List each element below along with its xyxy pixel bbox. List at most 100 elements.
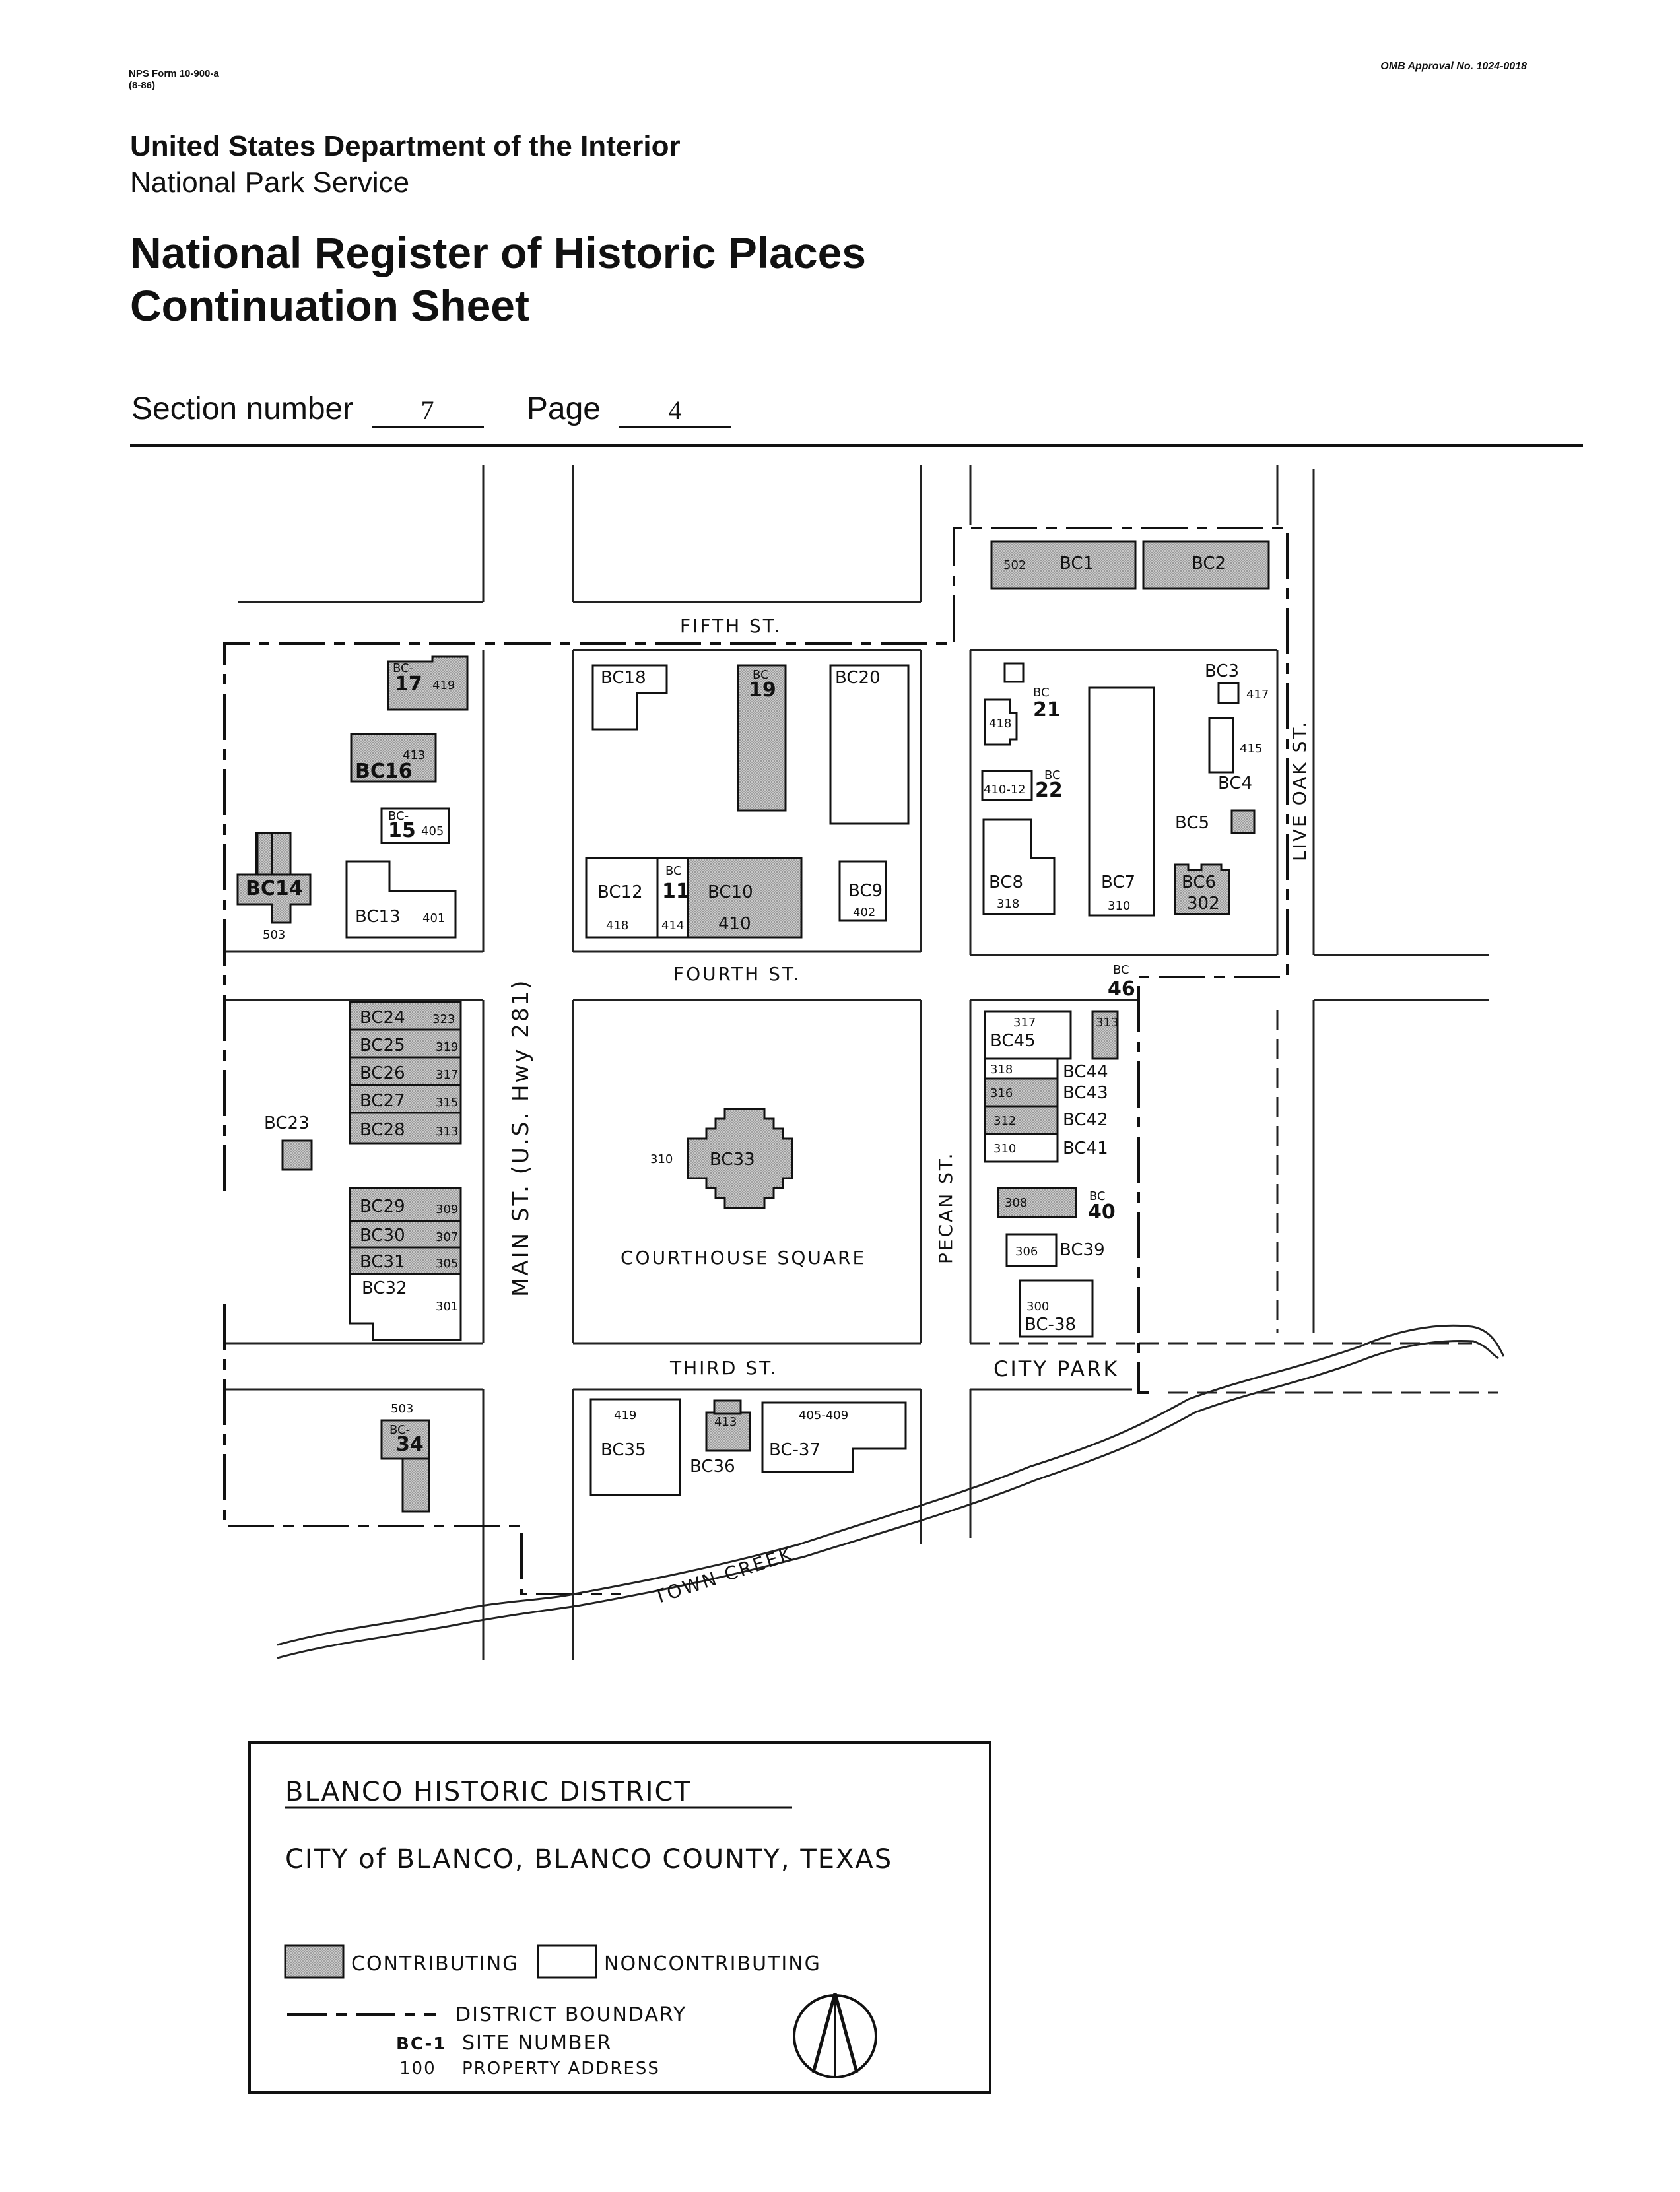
site-bc40: 40 xyxy=(1088,1201,1116,1224)
street-live-oak: LIVE OAK ST. xyxy=(1289,720,1310,861)
site-bc46: 46 xyxy=(1108,978,1135,1001)
addr-bc38: 300 xyxy=(1026,1300,1049,1313)
bldg-bc40 xyxy=(997,1187,1077,1218)
addr-bc10: 410 xyxy=(718,914,751,934)
park-edges xyxy=(970,1010,1498,1394)
addr-bc26: 317 xyxy=(436,1068,458,1082)
block-outlines xyxy=(224,465,1489,1660)
site-bc42: BC42 xyxy=(1063,1110,1108,1130)
bldg-bc37 xyxy=(761,1401,907,1473)
page-title: National Register of Historic Places xyxy=(130,228,867,277)
omb-approval: OMB Approval No. 1024-0018 xyxy=(1380,61,1527,72)
site-bc31: BC31 xyxy=(360,1252,405,1272)
site-bc21: 21 xyxy=(1033,698,1061,721)
addr-bc30: 307 xyxy=(436,1230,458,1244)
site-bc27: BC27 xyxy=(360,1091,405,1111)
site-bc24: BC24 xyxy=(360,1008,405,1028)
site-bc18: BC18 xyxy=(601,668,646,688)
site-bc39: BC39 xyxy=(1059,1240,1105,1260)
addr-bc6: 302 xyxy=(1187,894,1220,913)
legend-noncontributing: NONCONTRIBUTING xyxy=(604,1952,821,1976)
pre-bc21: BC xyxy=(1033,686,1050,700)
addr-bc17: 419 xyxy=(432,679,455,692)
addr-bc45: 317 xyxy=(1013,1016,1036,1030)
legend-boundary: DISTRICT BOUNDARY xyxy=(455,2003,687,2026)
addr-bc27: 315 xyxy=(436,1096,458,1110)
legend-site-desc: SITE NUMBER xyxy=(462,2032,612,2055)
addr-bc14: 503 xyxy=(263,928,285,942)
site-bc10: BC10 xyxy=(708,882,753,902)
site-bc6: BC6 xyxy=(1182,873,1216,892)
site-bc9: BC9 xyxy=(848,881,883,901)
site-bc25: BC25 xyxy=(360,1036,405,1055)
site-bc37: BC-37 xyxy=(769,1440,821,1460)
addr-bc21: 418 xyxy=(989,717,1011,731)
site-bc12: BC12 xyxy=(597,882,643,902)
legend-noncontributing-swatch xyxy=(537,1944,597,1979)
site-bc28: BC28 xyxy=(360,1120,405,1140)
addr-bc41: 310 xyxy=(993,1142,1016,1156)
bldg-bc33 xyxy=(687,1108,793,1209)
addr-bc7: 310 xyxy=(1108,899,1130,913)
site-bc41: BC41 xyxy=(1063,1139,1108,1158)
north-arrow-icon xyxy=(793,1993,877,2078)
addr-bc43: 316 xyxy=(990,1086,1013,1100)
bldg-bc2 xyxy=(1142,540,1270,590)
pre-bc40: BC xyxy=(1089,1189,1106,1203)
bldg-bc3 xyxy=(1217,682,1240,704)
site-bc22: 22 xyxy=(1035,779,1063,802)
site-bc23: BC23 xyxy=(264,1113,310,1133)
addr-bc1: 502 xyxy=(1003,558,1026,572)
service-name: National Park Service xyxy=(130,166,410,199)
section-row: Section number 7 Page 4 xyxy=(131,391,731,428)
pre-bc34: BC- xyxy=(389,1423,410,1437)
bldg-bc36b xyxy=(713,1399,742,1415)
site-bc4: BC4 xyxy=(1218,774,1252,793)
bldg-bc20 xyxy=(829,664,910,825)
site-bc38: BC-38 xyxy=(1025,1315,1076,1335)
addr-bc33: 310 xyxy=(650,1152,673,1166)
bldg-bc22 xyxy=(981,770,1033,801)
site-bc33: BC33 xyxy=(710,1150,755,1170)
page-value: 4 xyxy=(619,395,731,428)
addr-bc32: 301 xyxy=(436,1300,458,1313)
bldg-bc5 xyxy=(1230,809,1256,834)
bldg-bc14 xyxy=(236,832,312,924)
street-pecan: PECAN ST. xyxy=(935,1151,957,1264)
town-creek xyxy=(277,1324,1505,1659)
site-bc45: BC45 xyxy=(990,1031,1036,1051)
bldg-bc12 xyxy=(585,857,659,939)
legend-contributing-swatch xyxy=(284,1944,345,1979)
bldg-bc16 xyxy=(350,733,437,783)
district-boundary xyxy=(223,527,1289,1595)
street-main: MAIN ST. (U.S. Hwy 281) xyxy=(508,979,534,1297)
bldg-bc41 xyxy=(984,1133,1059,1163)
addr-bc11: 414 xyxy=(661,919,684,933)
addr-bc37: 405-409 xyxy=(799,1409,848,1422)
bldg-bc6 xyxy=(1174,863,1230,915)
site-bc16: BC16 xyxy=(355,760,413,783)
legend-frame xyxy=(248,1741,991,2094)
site-bc1: BC1 xyxy=(1059,554,1094,574)
bldg-bc34b xyxy=(401,1457,430,1513)
pre-bc15: BC- xyxy=(388,809,409,823)
addr-bc35: 419 xyxy=(614,1409,636,1422)
bldg-bc8 xyxy=(982,818,1056,915)
site-bc11: 11 xyxy=(662,880,690,903)
section-label: Section number xyxy=(131,391,354,426)
bldg-bc46 xyxy=(1091,1010,1119,1060)
bldg-bc1 xyxy=(990,540,1137,590)
site-bc15: 15 xyxy=(388,819,416,842)
bldg-bc11 xyxy=(656,857,689,939)
main-street-row xyxy=(349,1001,462,1341)
bldg-bc21 xyxy=(984,698,1018,746)
bldg-bc23 xyxy=(281,1139,313,1171)
site-bc36: BC36 xyxy=(690,1457,735,1477)
legend-addr-desc: PROPERTY ADDRESS xyxy=(462,2059,660,2078)
pre-bc11: BC xyxy=(665,864,682,878)
addr-bc28: 313 xyxy=(436,1125,458,1139)
site-bc34: 34 xyxy=(396,1433,424,1456)
street-third: THIRD ST. xyxy=(669,1357,778,1379)
legend: BLANCO HISTORIC DISTRICT CITY of BLANCO,… xyxy=(248,1741,991,2094)
